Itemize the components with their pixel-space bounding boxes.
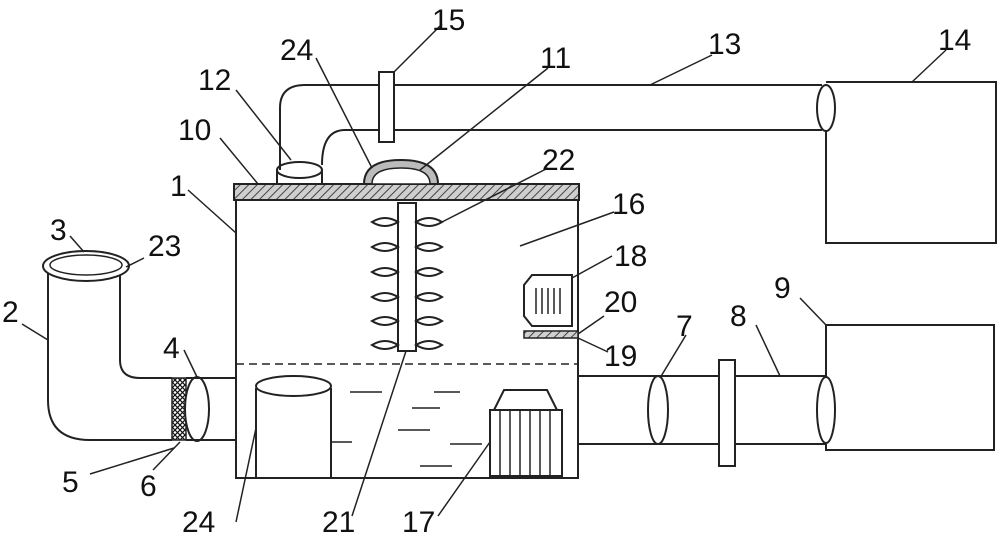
label-7: 7 <box>676 310 693 343</box>
label-4: 4 <box>163 332 180 365</box>
label-13: 13 <box>708 28 741 61</box>
lid-arch-handle <box>362 158 440 185</box>
label-3: 3 <box>50 214 67 247</box>
lower-flange-right <box>816 376 836 444</box>
filter-mesh <box>171 377 187 441</box>
label-15: 15 <box>432 4 465 37</box>
label-10: 10 <box>178 114 211 147</box>
label-2: 2 <box>2 296 19 329</box>
label-8: 8 <box>730 300 747 333</box>
label-24-bottom: 24 <box>182 506 215 539</box>
leader-lines <box>21 23 947 523</box>
label-11: 11 <box>540 42 571 75</box>
tank-lid <box>233 183 580 201</box>
label-5: 5 <box>62 466 79 499</box>
upper-tank <box>825 81 997 244</box>
label-20: 20 <box>604 286 637 319</box>
inner-cylinder <box>255 375 332 479</box>
part-labels: 1 2 3 23 4 5 6 10 12 24 15 11 13 14 22 1… <box>2 4 971 539</box>
label-12: 12 <box>198 64 231 97</box>
upper-flange <box>816 84 836 132</box>
lid-outlet-cylinder <box>276 161 323 185</box>
motor-unit <box>523 274 579 339</box>
inlet-elbow-pipe <box>47 270 172 441</box>
label-16: 16 <box>612 188 645 221</box>
lower-valve <box>718 359 736 467</box>
lower-tank <box>825 324 995 451</box>
submersible-pump <box>489 389 563 477</box>
upper-valve <box>378 71 395 143</box>
label-23: 23 <box>148 230 181 263</box>
label-18: 18 <box>614 240 647 273</box>
lower-pipe <box>578 375 826 445</box>
label-17: 17 <box>402 506 435 539</box>
inlet-funnel-inner <box>49 254 123 276</box>
label-21: 21 <box>322 506 355 539</box>
label-19: 19 <box>604 340 637 373</box>
lower-flange-left <box>647 375 669 445</box>
label-6: 6 <box>140 470 157 503</box>
stirrer-assembly <box>370 202 444 352</box>
label-22: 22 <box>542 144 575 177</box>
label-9: 9 <box>774 272 791 305</box>
upper-pipe <box>279 84 822 170</box>
inlet-stub <box>186 377 236 441</box>
label-1: 1 <box>170 170 187 203</box>
inlet-flange <box>184 376 210 442</box>
label-14: 14 <box>938 24 971 57</box>
label-24-top: 24 <box>280 34 313 67</box>
